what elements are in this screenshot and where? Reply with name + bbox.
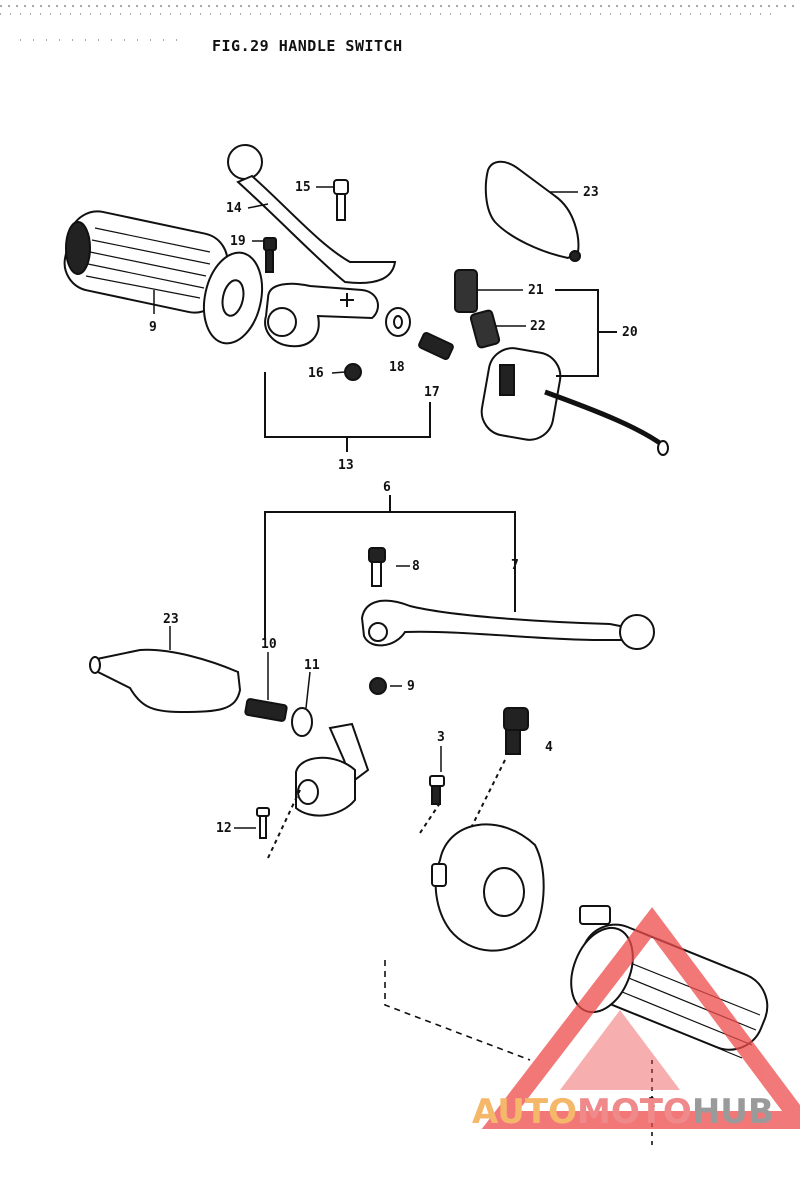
bracket-20 (555, 289, 617, 377)
nut-9 (369, 677, 387, 695)
part-label-20: 20 (622, 325, 638, 340)
part-label-19: 19 (230, 234, 246, 249)
part-label-16: 16 (308, 366, 324, 381)
switch-cover-upper (484, 160, 581, 262)
screw-12 (256, 789, 301, 859)
figure-title: FIG.29 HANDLE SWITCH (212, 37, 403, 55)
part-label-22: 22 (530, 319, 546, 334)
watermark-logo (481, 907, 800, 1129)
part-label-21: 21 (528, 283, 544, 298)
part-label-6: 6 (383, 480, 391, 495)
part-label-3: 3 (437, 730, 445, 745)
bolt-10-washer-11 (244, 698, 313, 737)
part-label-15: 15 (295, 180, 311, 195)
part-label-18: 18 (389, 360, 405, 375)
part-label-2: 2 (648, 1096, 656, 1111)
switch-housing-left (480, 347, 669, 456)
left-grip (63, 210, 264, 345)
lever-bracket-right (295, 722, 370, 817)
front-brake-lever (360, 599, 655, 650)
part-label-8: 8 (412, 559, 420, 574)
watermark-moto: MOTO (576, 1092, 692, 1132)
watermark-text: AUTOMOTOHUB (472, 1092, 774, 1132)
clutch-lever (227, 144, 397, 284)
part-label-11: 11 (304, 658, 320, 673)
watermark-hub: HUB (691, 1092, 774, 1132)
lever-holder (264, 282, 379, 348)
leader-lines (153, 186, 578, 829)
part-label-23-upper: 23 (583, 185, 599, 200)
part-label-5: 9 (149, 320, 157, 335)
screws-3-4 (417, 707, 529, 837)
switch-knobs (454, 269, 501, 349)
part-label-7: 7 (511, 558, 519, 573)
small-hardware-upper (344, 307, 454, 381)
part-label-23-lower: 23 (163, 612, 179, 627)
throttle-housing (431, 823, 545, 952)
part-label-4: 4 (545, 740, 553, 755)
part-label-10: 10 (261, 637, 277, 652)
part-label-13: 13 (338, 458, 354, 473)
watermark-auto: AUTO (472, 1092, 577, 1132)
bolt-8 (368, 547, 386, 587)
assembly-lines-lower (384, 960, 653, 1150)
switch-cover-lower (89, 648, 242, 714)
part-label-9: 9 (407, 679, 415, 694)
part-label-14: 14 (226, 201, 242, 216)
part-label-17: 17 (424, 385, 440, 400)
screws-upper (263, 179, 349, 273)
part-label-12: 12 (216, 821, 232, 836)
bracket-13 (264, 372, 431, 452)
scan-noise (0, 5, 800, 41)
bracket-6 (264, 495, 516, 640)
